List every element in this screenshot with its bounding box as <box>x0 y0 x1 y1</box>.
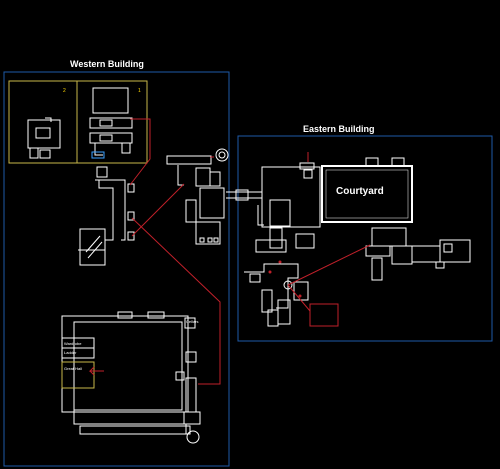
eastern-keep <box>255 162 321 253</box>
gatehouse <box>166 148 262 245</box>
marker-dot <box>268 270 272 274</box>
western-tower <box>78 166 135 266</box>
room-2-walls <box>27 117 61 159</box>
great-hall-block <box>61 311 201 444</box>
passage-connectors <box>129 118 371 385</box>
legend-box <box>309 303 339 327</box>
eastern-wing <box>365 227 471 281</box>
wardrobe-label: Wardrobe <box>64 341 82 346</box>
ladder-label: Ladder <box>64 350 77 355</box>
marker-dot <box>298 294 302 298</box>
room-1-walls <box>89 87 133 159</box>
great-hall-label: Great Hall <box>64 366 83 371</box>
courtyard-box <box>321 157 413 223</box>
western-building-outline <box>3 71 230 467</box>
eastern-south-block <box>244 263 309 327</box>
marker-dot <box>278 260 282 264</box>
upper-floor-inset <box>8 80 148 164</box>
western-building-title: Western Building <box>70 59 144 69</box>
room-1-label: 1 <box>138 88 141 94</box>
eastern-building-outline <box>237 135 493 342</box>
courtyard-label: Courtyard <box>336 186 384 197</box>
great-hall-arrow <box>88 366 104 376</box>
cellars-label: Cellars <box>186 319 199 324</box>
room-2-label: 2 <box>63 88 66 94</box>
eastern-building-title: Eastern Building <box>303 124 375 134</box>
